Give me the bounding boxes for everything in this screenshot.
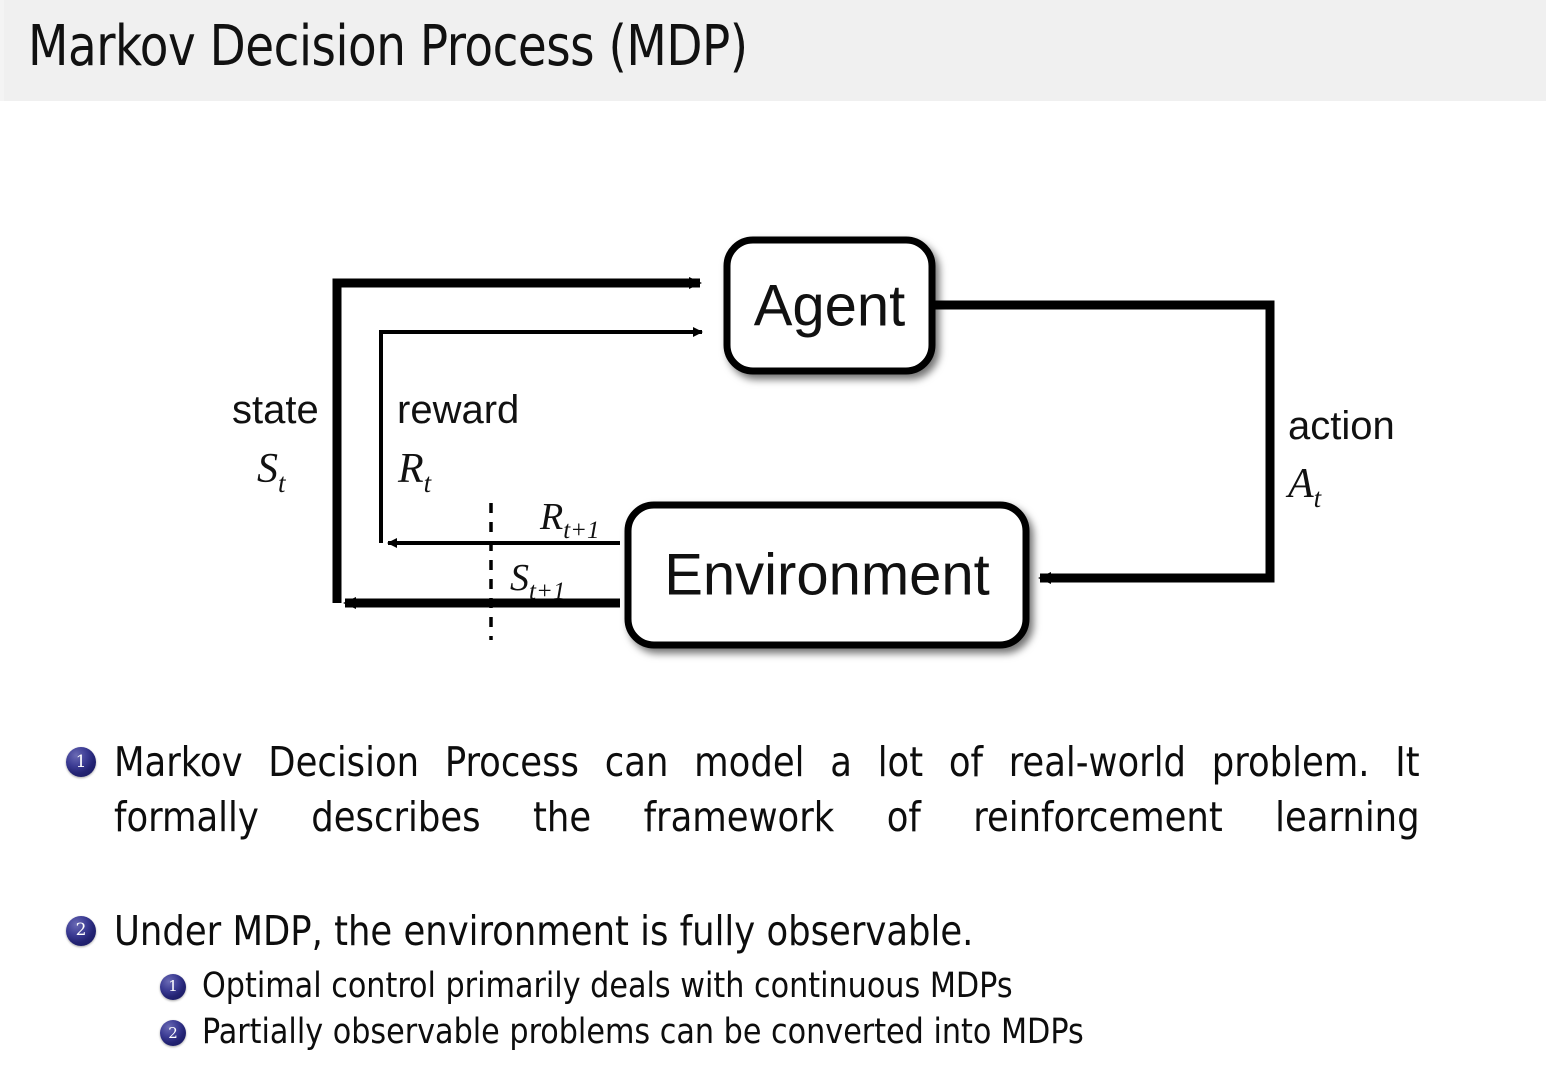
label-reward-next: Rt+1 xyxy=(539,496,600,544)
label-state: state St xyxy=(232,388,319,498)
bullet-list: 1 Markov Decision Process can model a lo… xyxy=(0,735,1546,1056)
list-item-text: Markov Decision Process can model a lot … xyxy=(114,738,1420,841)
label-reward-word: reward xyxy=(397,388,519,432)
label-action-word: action xyxy=(1288,404,1395,448)
node-environment-label: Environment xyxy=(664,543,990,608)
sub-bullet-badge-1: 1 xyxy=(160,973,186,1000)
node-agent[interactable]: Agent xyxy=(723,236,936,375)
mdp-diagram: Agent Environment state St reward Rt act… xyxy=(0,101,1546,701)
label-action: action At xyxy=(1285,404,1395,513)
edge-reward-loop xyxy=(379,327,703,548)
label-state-symbol: St xyxy=(257,446,287,498)
header-left-edge xyxy=(0,0,4,101)
label-reward-symbol: Rt xyxy=(397,446,433,498)
list-item[interactable]: 1 Markov Decision Process can model a lo… xyxy=(0,735,1546,900)
node-agent-label: Agent xyxy=(754,274,906,339)
edge-action-loop xyxy=(932,300,1275,584)
bullet-badge-2: 2 xyxy=(66,915,96,946)
bullet-badge-1: 1 xyxy=(66,747,96,777)
edge-state-loop xyxy=(332,277,702,609)
label-reward: reward Rt xyxy=(397,388,519,498)
sub-list-item[interactable]: 2 Partially observable problems can be c… xyxy=(0,1009,1546,1056)
sub-list-item-text: Partially observable problems can be con… xyxy=(202,1012,1084,1053)
list-item-text: Under MDP, the environment is fully obse… xyxy=(114,906,974,955)
sub-list-item-text: Optimal control primarily deals with con… xyxy=(202,965,1013,1006)
sub-bullet-badge-2: 2 xyxy=(160,1020,186,1047)
slide-header-band: Markov Decision Process (MDP) xyxy=(0,0,1546,101)
label-state-word: state xyxy=(232,388,319,432)
label-action-symbol: At xyxy=(1285,461,1323,513)
label-state-next: St+1 xyxy=(510,557,565,605)
node-environment[interactable]: Environment xyxy=(624,501,1030,649)
list-item[interactable]: 2 Under MDP, the environment is fully ob… xyxy=(0,904,1546,959)
page-title: Markov Decision Process (MDP) xyxy=(28,14,748,79)
sub-list-item[interactable]: 1 Optimal control primarily deals with c… xyxy=(0,963,1546,1010)
